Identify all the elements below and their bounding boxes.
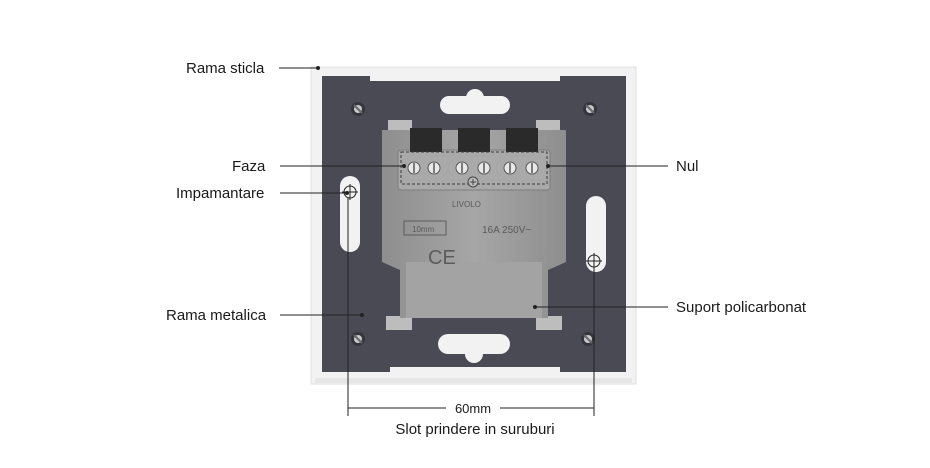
mounting-keyholes <box>438 89 510 363</box>
label-polycarbonate-support: Suport policarbonat <box>676 299 807 316</box>
polycarbonate-support: LIVOLO 10mm 16A 250V~ CE <box>382 120 566 330</box>
corner-screw-holes <box>351 102 597 346</box>
brand-imprint: LIVOLO <box>452 200 481 209</box>
dimension-line <box>347 198 595 416</box>
glass-frame-bottom-edge <box>315 378 632 383</box>
screw-markers <box>342 184 602 269</box>
leader-dots <box>316 66 550 317</box>
label-neutral: Nul <box>676 158 699 175</box>
label-phase: Faza <box>232 158 266 175</box>
label-metal-frame: Rama metalica <box>166 307 267 324</box>
label-ground: Impamantare <box>176 185 264 202</box>
dimension-caption: Slot prindere in suruburi <box>395 421 554 438</box>
strip-length-imprint: 10mm <box>412 225 435 234</box>
label-glass-frame: Rama sticla <box>186 60 265 77</box>
rating-imprint: 16A 250V~ <box>482 225 531 236</box>
strip-gauge <box>403 220 447 236</box>
dimension-value: 60mm <box>455 401 491 416</box>
ce-mark: CE <box>428 247 456 269</box>
